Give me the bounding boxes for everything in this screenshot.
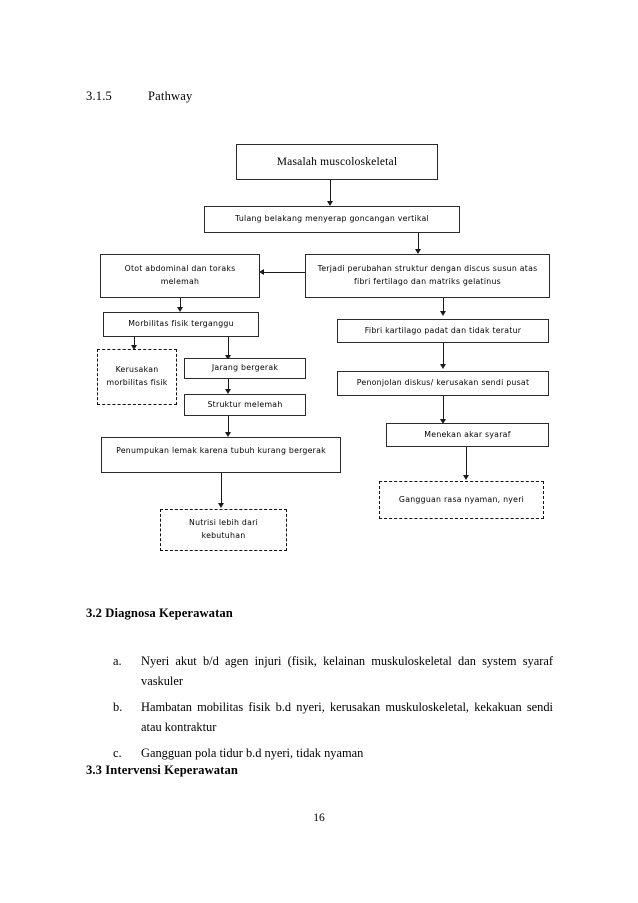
flow-node-label: Penumpukan lemak karena tubuh kurang ber… xyxy=(116,446,326,455)
flow-node-penonjolan: Penonjolan diskus/ kerusakan sendi pusat xyxy=(337,371,549,396)
flow-node-nutrisi: Nutrisi lebih dari kebutuhan xyxy=(160,509,287,551)
flow-node-label: Masalah muscoloskeletal xyxy=(276,155,398,168)
section-number: 3.1.5 xyxy=(86,89,112,103)
connector-menekan-gangguan xyxy=(466,447,467,477)
list-marker: b. xyxy=(113,700,123,714)
list-item-text: Hambatan mobilitas fisik b.d nyeri, keru… xyxy=(141,700,553,735)
flow-node-otot: Otot abdominal dan toraks melemah xyxy=(100,254,260,298)
flow-node-label: Tulang belakang menyerap goncangan verti… xyxy=(235,214,429,224)
connector-terjadi-fibri xyxy=(443,298,444,312)
flow-node-kerusakan: Kerusakan morbilitas fisik xyxy=(97,349,177,405)
heading-diagnosa-keperawatan: 3.2 Diagnosa Keperawatan xyxy=(86,606,233,620)
arrowhead-left xyxy=(259,269,264,275)
arrowhead-down xyxy=(327,201,333,206)
flow-node-label: Jarang bergerak xyxy=(211,363,279,373)
flow-node-label: Otot abdominal dan toraks melemah xyxy=(124,264,236,286)
section-title: Pathway xyxy=(148,89,193,103)
connector-struktur-penumpukan xyxy=(228,416,229,434)
flow-node-penumpukan: Penumpukan lemak karena tubuh kurang ber… xyxy=(101,437,341,473)
connector-otot-morbilitas xyxy=(180,298,181,309)
arrowhead-down xyxy=(177,307,183,312)
flow-node-label: Struktur melemah xyxy=(207,399,283,409)
flow-node-label: Menekan akar syaraf xyxy=(424,429,511,439)
flow-node-terjadi: Terjadi perubahan struktur dengan discus… xyxy=(305,254,550,298)
flow-node-tulang: Tulang belakang menyerap goncangan verti… xyxy=(204,206,460,233)
flow-node-label: Gangguan rasa nyaman, nyeri xyxy=(398,494,525,504)
list-item-text: Nyeri akut b/d agen injuri (fisik, kelai… xyxy=(141,654,553,689)
flow-node-label: Terjadi perubahan struktur dengan discus… xyxy=(317,264,538,286)
arrowhead-down xyxy=(415,249,421,254)
flow-node-jarang: Jarang bergerak xyxy=(184,358,306,379)
connector-fibri-penonjolan xyxy=(443,343,444,365)
flow-node-label: Penonjolan diskus/ kerusakan sendi pusat xyxy=(356,378,530,388)
arrowhead-down xyxy=(225,355,231,360)
arrowhead-down xyxy=(463,475,469,480)
connector-tulang-terjadi xyxy=(418,233,419,251)
arrowhead-down xyxy=(440,419,446,424)
flow-node-menekan: Menekan akar syaraf xyxy=(386,423,549,447)
list-item: a. Nyeri akut b/d agen injuri (fisik, ke… xyxy=(113,651,553,691)
flow-node-fibri: Fibri kartilago padat dan tidak teratur xyxy=(337,319,549,343)
list-marker: a. xyxy=(113,654,122,668)
arrowhead-down xyxy=(225,389,231,394)
arrowhead-down xyxy=(131,345,137,350)
connector-penumpukan-nutrisi xyxy=(221,473,222,505)
flow-node-label: Morbilitas fisik terganggu xyxy=(128,319,234,329)
flow-node-label: Fibri kartilago padat dan tidak teratur xyxy=(364,325,522,335)
arrowhead-down xyxy=(218,503,224,508)
page-number: 16 xyxy=(313,812,325,824)
arrowhead-down xyxy=(225,432,231,437)
pathway-flowchart: Masalah muscoloskeletal Tulang belakang … xyxy=(97,144,550,551)
connector-terjadi-otot xyxy=(263,272,305,273)
flow-node-label: Nutrisi lebih dari kebutuhan xyxy=(188,518,258,540)
connector-penonjolan-menekan xyxy=(443,396,444,421)
flow-node-gangguan-rasa: Gangguan rasa nyaman, nyeri xyxy=(379,481,544,519)
connector-masalah-tulang xyxy=(330,180,331,203)
flow-node-struktur: Struktur melemah xyxy=(184,394,306,416)
flow-node-masalah: Masalah muscoloskeletal xyxy=(236,144,438,180)
list-marker: c. xyxy=(113,746,122,760)
flow-node-morbilitas: Morbilitas fisik terganggu xyxy=(103,312,259,337)
connector-morbilitas-jarang xyxy=(228,337,229,357)
list-item-text: Gangguan pola tidur b.d nyeri, tidak nya… xyxy=(141,746,364,760)
heading-intervensi-keperawatan: 3.3 Intervensi Keperawatan xyxy=(86,763,238,777)
list-item: b. Hambatan mobilitas fisik b.d nyeri, k… xyxy=(113,697,553,737)
page-title: 3.1.5 Pathway xyxy=(86,89,192,104)
connector-morbilitas-kerusakan xyxy=(134,337,135,348)
arrowhead-down xyxy=(440,364,446,369)
list-item: c. Gangguan pola tidur b.d nyeri, tidak … xyxy=(113,743,553,763)
arrowhead-down xyxy=(440,311,446,316)
connector-jarang-struktur xyxy=(228,379,229,391)
flow-node-label: Kerusakan morbilitas fisik xyxy=(106,365,168,387)
